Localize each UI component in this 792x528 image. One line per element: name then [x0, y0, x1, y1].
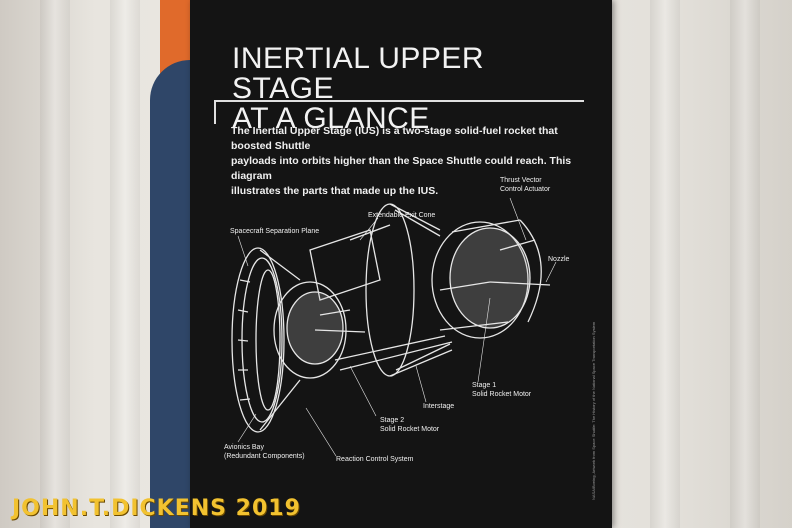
avionics-ring-outline — [231, 247, 301, 433]
title-line-1: INERTIAL UPPER STAGE — [232, 42, 485, 105]
exit-cone-outline — [309, 224, 391, 301]
label-interstage: Interstage — [423, 403, 455, 410]
intro-line-3: illustrates the parts that made up the I… — [231, 185, 439, 197]
intro-line-1: The Inertial Upper Stage (IUS) is a two-… — [231, 125, 558, 152]
label-stage2: Stage 2 Solid Rocket Motor — [380, 416, 439, 434]
title-rule-horizontal — [214, 100, 584, 102]
label-stage1-line-2: Solid Rocket Motor — [472, 391, 532, 398]
title-rule-vertical — [214, 100, 216, 124]
curtain-fold — [40, 0, 70, 528]
navy-stripe — [150, 60, 196, 528]
curtain-fold — [110, 0, 140, 528]
sign-title: INERTIAL UPPER STAGE AT A GLANCE — [232, 44, 592, 134]
ius-exploded-diagram — [231, 197, 557, 457]
stage1-motor-outline — [431, 219, 551, 339]
label-stage2-line-2: Solid Rocket Motor — [380, 426, 440, 433]
label-reaction-control-system: Reaction Control System — [336, 456, 414, 463]
intro-paragraph: The Inertial Upper Stage (IUS) is a two-… — [231, 124, 591, 199]
photographer-watermark: JOHN.T.DICKENS 2019 — [12, 496, 301, 521]
interstage-outline — [365, 203, 453, 377]
exhibit-sign-panel — [190, 0, 612, 528]
label-avionics-line-2: (Redundant Components) — [224, 453, 305, 460]
leader-lines — [237, 197, 557, 457]
label-spacecraft-separation-plane: Spacecraft Separation Plane — [230, 228, 320, 235]
curtain-fold — [650, 0, 680, 528]
stage2-motor-outline — [273, 281, 453, 379]
image-credit: NASA/Boeing, Artwork from Space Shuttle:… — [591, 321, 596, 500]
label-avionics-bay: Avionics Bay (Redundant Components) — [224, 443, 305, 461]
label-avionics-line-1: Avionics Bay — [224, 444, 264, 451]
curtain-fold — [730, 0, 760, 528]
title-line-2: AT A GLANCE — [232, 102, 430, 135]
intro-line-2: payloads into orbits higher than the Spa… — [231, 155, 572, 182]
label-thrust-vector-line-1: Thrust Vector — [500, 177, 542, 184]
label-stage2-line-1: Stage 2 — [380, 417, 405, 424]
label-thrust-vector-line-2: Control Actuator — [500, 186, 551, 193]
label-thrust-vector: Thrust Vector Control Actuator — [500, 176, 550, 194]
label-stage1: Stage 1 Solid Rocket Motor — [472, 381, 531, 399]
label-extendable-exit-cone: Extendable Exit Cone — [368, 212, 436, 219]
label-nozzle: Nozzle — [548, 256, 570, 263]
label-stage1-line-1: Stage 1 — [472, 382, 497, 389]
